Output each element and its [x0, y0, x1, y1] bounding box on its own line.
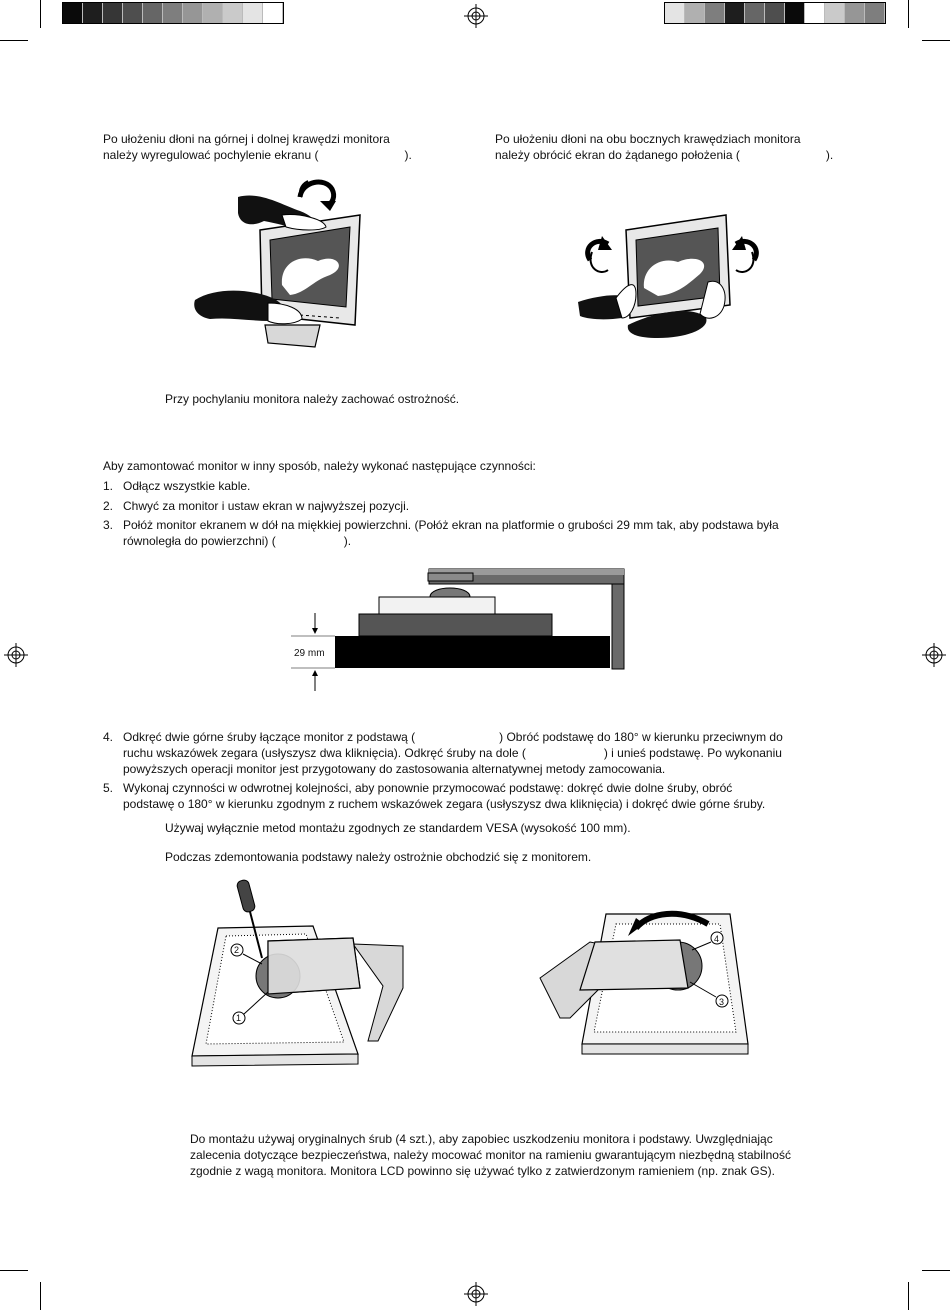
tilt-line-2-pre: należy wyregulować pochylenie ekranu ( [103, 148, 319, 162]
step-4-line-2: ruchu wskazówek zegara (usłyszysz dwa kl… [123, 745, 863, 761]
color-swatch [123, 3, 143, 23]
stand-removal-illustration-right [539, 910, 749, 1055]
stand-removal-illustration-left [191, 879, 404, 1067]
color-swatch [745, 3, 765, 23]
remove-stand-note: Podczas zdemontowania podstawy należy os… [165, 850, 592, 864]
arm-note-line-3: zgodnie z wagą monitora. Monitora LCD po… [190, 1164, 775, 1178]
step-3-line-2-pre: równoległa do powierzchni) ( [123, 534, 276, 548]
step-5: 5. Wykonaj czynności w odwrotnej kolejno… [103, 780, 863, 812]
color-swatch [665, 3, 685, 23]
screw-callout-2: 2 [234, 945, 240, 955]
color-calibration-bar-right [664, 2, 886, 24]
step-3: 3. Połóż monitor ekranem w dół na miękkie… [103, 517, 863, 549]
color-swatch [685, 3, 705, 23]
color-swatch [143, 3, 163, 23]
swivel-line-2: należy obrócić ekran do żądanego położen… [495, 147, 833, 163]
color-swatch [845, 3, 865, 23]
color-swatch [725, 3, 745, 23]
tilt-illustration [194, 179, 361, 348]
step-4-line-2-b: ) i unieś podstawę. Po wykonaniu [603, 746, 782, 760]
steps-list-1: 1. Odłącz wszystkie kable. 2. Chwyć za mon… [103, 478, 863, 549]
arm-mounting-note: Do montażu używaj oryginalnych śrub (4 s… [190, 1131, 791, 1179]
color-swatch [183, 3, 203, 23]
color-swatch [825, 3, 845, 23]
tilt-line-2: należy wyregulować pochylenie ekranu (). [103, 147, 412, 163]
step-4-line-2-a: ruchu wskazówek zegara (usłyszysz dwa kl… [123, 746, 526, 760]
platform-diagram [291, 568, 625, 691]
color-swatch [765, 3, 785, 23]
tilt-line-1: Po ułożeniu dłoni na górnej i dolnej kra… [103, 132, 390, 146]
arm-note-line-1: Do montażu używaj oryginalnych śrub (4 s… [190, 1132, 773, 1146]
step-4-line-1: Odkręć dwie górne śruby łączące monitor … [123, 729, 863, 745]
screw-callout-1: 1 [236, 1013, 242, 1023]
step-5-line-2: podstawę o 180° w kierunku zgodnym z ruc… [123, 797, 766, 811]
step-number: 2. [103, 499, 114, 513]
arm-note-line-2: zalecenia dotyczące bezpieczeństwa, nale… [190, 1148, 791, 1162]
vesa-note: Używaj wyłącznie metod montażu zgodnych … [165, 821, 631, 835]
step-4-line-1-a: Odkręć dwie górne śruby łączące monitor … [123, 730, 416, 744]
step-number: 4. [103, 730, 114, 744]
step-text: Połóż monitor ekranem w dół na miękkiej … [123, 518, 779, 532]
color-swatch [263, 3, 283, 23]
step-2: 2. Chwyć za monitor i ustaw ekran w najwy… [103, 498, 863, 517]
color-swatch [223, 3, 243, 23]
step-number: 5. [103, 781, 114, 795]
tilt-line-2-post: ). [404, 148, 412, 162]
step-4-line-1-b: ) Obróć podstawę do 180° w kierunku prze… [499, 730, 783, 744]
swivel-line-1: Po ułożeniu dłoni na obu bocznych krawęd… [495, 132, 801, 146]
screw-callout-3: 3 [719, 997, 725, 1007]
step-5-line-1: Wykonaj czynności w odwrotnej kolejności… [123, 781, 733, 795]
step-number: 3. [103, 518, 114, 532]
tilt-caution-note: Przy pochylaniu monitora należy zachować… [165, 392, 460, 406]
step-text: Chwyć za monitor i ustaw ekran w najwyżs… [123, 499, 410, 513]
color-calibration-bar-left [62, 2, 284, 24]
registration-mark-left [4, 643, 28, 667]
step-3-line-2-post: ). [343, 534, 352, 548]
step-text: Odłącz wszystkie kable. [123, 479, 251, 493]
step-number: 1. [103, 479, 114, 493]
registration-mark-top [464, 4, 488, 28]
color-swatch [103, 3, 123, 23]
color-swatch [63, 3, 83, 23]
screw-callout-4: 4 [714, 934, 720, 944]
color-swatch [243, 3, 263, 23]
step-4: 4. Odkręć dwie górne śruby łączące monit… [103, 729, 863, 777]
color-swatch [163, 3, 183, 23]
swivel-instructions: Po ułożeniu dłoni na obu bocznych krawęd… [495, 131, 833, 163]
swivel-line-2-pre: należy obrócić ekran do żądanego położen… [495, 148, 740, 162]
mount-intro: Aby zamontować monitor w inny sposób, na… [103, 459, 536, 473]
registration-mark-bottom [464, 1282, 488, 1306]
swivel-line-2-post: ). [825, 148, 834, 162]
color-swatch [865, 3, 885, 23]
color-swatch [785, 3, 805, 23]
step-text-line-2: równoległa do powierzchni) (). [123, 533, 863, 549]
color-swatch [705, 3, 725, 23]
color-swatch [805, 3, 825, 23]
platform-thickness-label: 29 mm [294, 648, 325, 659]
step-4-line-3: powyższych operacji monitor jest przygot… [123, 762, 666, 776]
color-swatch [203, 3, 223, 23]
step-1: 1. Odłącz wszystkie kable. [103, 478, 863, 498]
swivel-illustration [578, 214, 759, 338]
registration-mark-right [922, 643, 946, 667]
tilt-instructions: Po ułożeniu dłoni na górnej i dolnej kra… [103, 131, 412, 163]
color-swatch [83, 3, 103, 23]
